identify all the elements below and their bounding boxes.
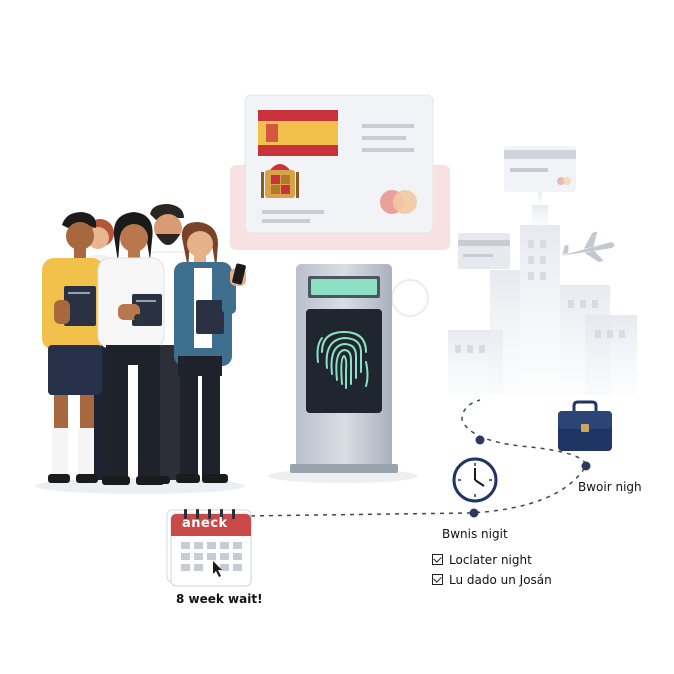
path-node [475,435,485,445]
spain-flag-icon [258,110,338,156]
checklist-item: Loclater night [432,553,552,573]
city-skyline [448,190,637,395]
checkbox-checked [432,554,443,565]
briefcase-icon [558,400,612,451]
calendar-header-text: aneck [182,516,228,531]
phone-icon [232,263,246,285]
calendar-icon [166,509,252,587]
small-card-left [458,233,510,269]
checklist-item-label: Lu dado un Josán [449,573,552,587]
person-3 [97,212,165,485]
clock-caption: Bwnis nigit [442,527,508,541]
passport-icon [64,286,96,326]
journey-path [241,399,587,517]
people-queue [35,204,246,494]
cursor-icon [213,561,222,577]
coat-of-arms-icon [261,164,299,198]
clock-icon [452,457,498,503]
person-1 [42,212,104,483]
id-card [244,94,434,234]
path-node [469,508,479,518]
card-logo-icon [380,190,417,214]
wait-caption: 8 week wait! [176,592,263,606]
briefcase-caption: Bwoir nigh [578,480,642,494]
small-card-right [504,146,576,192]
biometric-kiosk [268,264,418,483]
checklist-item: Lu dado un Josán [432,573,552,593]
checklist-item-label: Loclater night [449,553,532,567]
airplane-icon [560,231,615,263]
checklist: Loclater night Lu dado un Josán [432,553,552,593]
path-node [581,461,591,471]
person-5 [174,222,246,483]
fingerprint-icon [316,330,369,389]
passport-icon [196,300,224,334]
checkbox-checked [432,574,443,585]
